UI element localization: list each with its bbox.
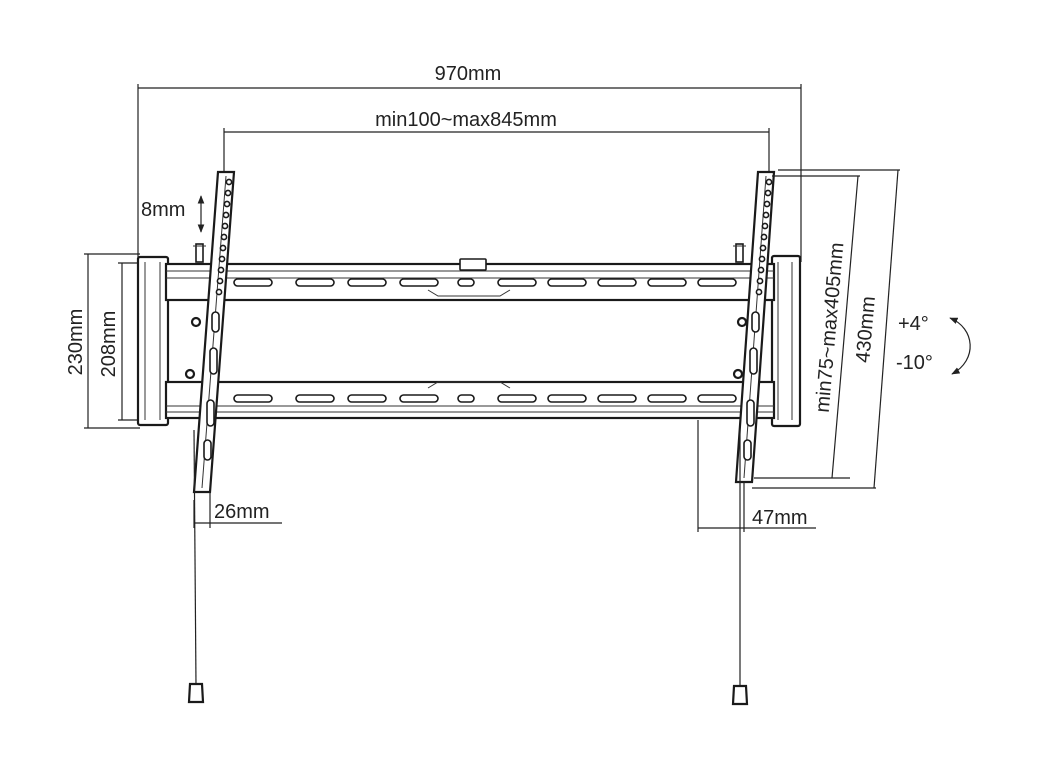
adjust-height-dimension: 8mm [141,195,205,233]
right-offset-dimension: 47mm [697,420,816,532]
left-offset-label: 26mm [214,501,270,523]
tilt-indicator: +4° -10° [896,313,971,375]
left-pull-cord [187,429,205,704]
top-rail [164,258,776,302]
tilt-up-label: +4° [898,313,929,335]
overall-width-label: 970mm [435,63,502,85]
vesa-width-dimension: min100~max845mm [223,109,770,176]
wall-plate [136,254,802,428]
rail-height-dimension: 230mm [65,253,140,429]
bottom-rail [164,380,776,420]
left-offset-dimension: 26mm [193,492,282,528]
right-tilt-arm [732,170,776,484]
right-offset-label: 47mm [752,507,808,529]
rail-height-label: 230mm [65,309,87,376]
right-end-cap [770,254,802,428]
arm-height-label: 430mm [852,295,880,363]
level-clip [459,258,487,271]
left-end-cap [136,255,170,427]
adjust-height-label: 8mm [141,199,185,221]
overall-width-dimension: 970mm [137,63,802,262]
right-pull-cord [731,430,749,706]
vesa-height-label: min75~max405mm [812,242,849,414]
vesa-width-label: min100~max845mm [375,109,557,131]
inner-height-label: 208mm [98,311,120,378]
left-tilt-arm [184,170,236,494]
tilt-down-label: -10° [896,352,933,374]
